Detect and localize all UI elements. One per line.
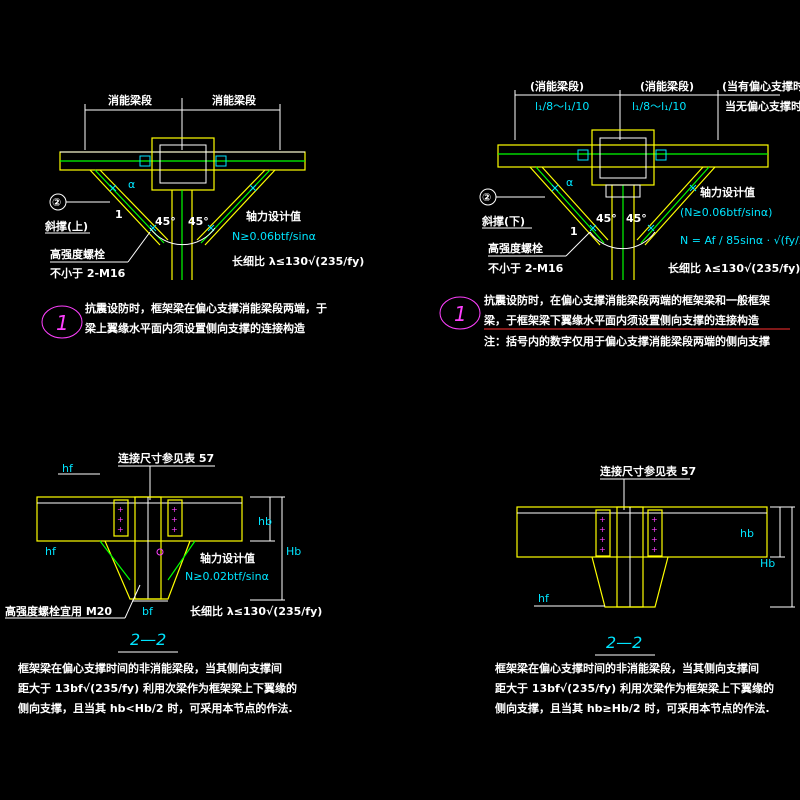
d2-dim-mid: l₁/8～l₁/10	[632, 100, 686, 113]
d1-note-1: 抗震设防时，框架梁在偏心支撑消能梁段两端，于	[85, 301, 327, 315]
svg-text:+: +	[599, 545, 606, 554]
d4-hf: hf	[538, 592, 550, 605]
d1-number: 1	[56, 311, 69, 335]
detail-2: (消能梁段) (消能梁段) (当有偏心支撑时) l₁/8～l₁/10 l₁/8～…	[439, 79, 800, 348]
d4-para-2: 距大于 13bf√(235/fy) 利用次梁作为框架梁上下翼缘的	[495, 681, 774, 695]
d2-deg-right: 45°	[626, 212, 647, 225]
d1-deg-left: 45°	[155, 215, 176, 228]
d2-top-label-mid: (消能梁段)	[640, 79, 694, 93]
d4-para-3: 侧向支撑，且当其 hb≥Hb/2 时，可采用本节点的作法.	[495, 701, 770, 715]
detail-3: 连接尺寸参见表 57 hf +++ +++ hb Hb hf 轴力设计值 N≥	[5, 451, 322, 715]
detail-4: 连接尺寸参见表 57 ++++ ++++ hb Hb hf 2—2 框架梁在偏心…	[495, 464, 795, 715]
d2-note-1: 抗震设防时，在偏心支撑消能梁段两端的框架梁和一般框架	[484, 293, 770, 307]
d1-label-left: 消能梁段	[108, 93, 152, 107]
svg-text:+: +	[171, 505, 178, 514]
d1-angle: α	[128, 178, 135, 191]
d2-deg-left: 45°	[596, 212, 617, 225]
d3-force-title: 轴力设计值	[200, 551, 255, 565]
d1-brace-label: 斜撑(上)	[44, 219, 88, 233]
d1-callout: ②	[52, 196, 61, 209]
d1-one: 1	[115, 208, 123, 221]
d2-bolt-line2: 不小于 2-M16	[488, 261, 564, 275]
svg-text:+: +	[599, 525, 606, 534]
d2-force-formula: (N≥0.06btf/sinα)	[680, 206, 772, 219]
d2-bolt-line1: 高强度螺栓	[488, 241, 543, 255]
d2-number: 1	[454, 302, 467, 326]
svg-text:+: +	[651, 525, 658, 534]
svg-text:+: +	[117, 525, 124, 534]
d3-bf: bf	[142, 605, 154, 618]
d3-conn-label: 连接尺寸参见表 57	[118, 451, 214, 465]
d4-conn-label: 连接尺寸参见表 57	[600, 464, 696, 478]
d3-para-3: 侧向支撑，且当其 hb<Hb/2 时，可采用本节点的作法.	[18, 701, 293, 715]
svg-text:+: +	[171, 515, 178, 524]
d1-label-right: 消能梁段	[212, 93, 256, 107]
svg-text:+: +	[117, 515, 124, 524]
d2-note-3: 注：括号内的数字仅用于偏心支撑消能梁段两端的侧向支撑	[484, 334, 770, 348]
d2-force-title: 轴力设计值	[700, 185, 755, 199]
d3-Hb: Hb	[286, 545, 301, 558]
d4-section: 2—2	[606, 633, 642, 652]
d1-note-2: 梁上翼缘水平面内须设置侧向支撑的连接构造	[84, 321, 306, 335]
svg-text:+: +	[599, 535, 606, 544]
d1-slender: 长细比 λ≤130√(235/fy)	[232, 254, 364, 268]
svg-text:+: +	[651, 545, 658, 554]
d4-Hb: Hb	[760, 557, 775, 570]
d2-dim-right: 当无偏心支撑时	[725, 99, 800, 113]
d2-top-label-right: (当有偏心支撑时)	[722, 79, 800, 93]
svg-text:+: +	[651, 515, 658, 524]
d4-para-1: 框架梁在偏心支撑时间的非消能梁段，当其侧向支撑间	[495, 661, 759, 675]
d4-hb: hb	[740, 527, 754, 540]
d1-deg-right: 45°	[188, 215, 209, 228]
d1-bolt-line1: 高强度螺栓	[50, 247, 105, 261]
d2-angle: α	[566, 176, 573, 189]
d3-force-formula: N≥0.02btf/sinα	[185, 570, 269, 583]
d2-brace-label: 斜撑(下)	[481, 214, 525, 228]
detail-1: 消能梁段 消能梁段 ② 斜撑(上)	[41, 93, 364, 339]
d2-callout: ②	[482, 191, 491, 204]
svg-text:+: +	[651, 535, 658, 544]
d1-force-title: 轴力设计值	[246, 209, 301, 223]
d3-para-2: 距大于 13bf√(235/fy) 利用次梁作为框架梁上下翼缘的	[18, 681, 297, 695]
d3-hf-label: hf	[62, 462, 74, 475]
svg-text:+: +	[599, 515, 606, 524]
svg-text:+: +	[117, 505, 124, 514]
d2-force-formula2: N = Af / 85sinα · √(fy/235)	[680, 234, 800, 247]
d1-bolt-line2: 不小于 2-M16	[50, 266, 126, 280]
d2-note-2: 梁，于框架梁下翼缘水平面内须设置侧向支撑的连接构造	[483, 313, 760, 327]
d3-hf-left: hf	[45, 545, 57, 558]
d3-para-1: 框架梁在偏心支撑时间的非消能梁段，当其侧向支撑间	[18, 661, 282, 675]
d3-bolt: 高强度螺栓宜用 M20	[5, 604, 112, 618]
d2-slender: 长细比 λ≤130√(235/fy)	[668, 261, 800, 275]
d2-one: 1	[570, 225, 578, 238]
d3-slender: 长细比 λ≤130√(235/fy)	[190, 604, 322, 618]
d3-hb: hb	[258, 515, 272, 528]
d1-force-formula: N≥0.06btf/sinα	[232, 230, 316, 243]
d3-section: 2—2	[130, 630, 166, 649]
svg-text:+: +	[171, 525, 178, 534]
d2-dim-left: l₁/8～l₁/10	[535, 100, 589, 113]
d2-top-label-left: (消能梁段)	[530, 79, 584, 93]
